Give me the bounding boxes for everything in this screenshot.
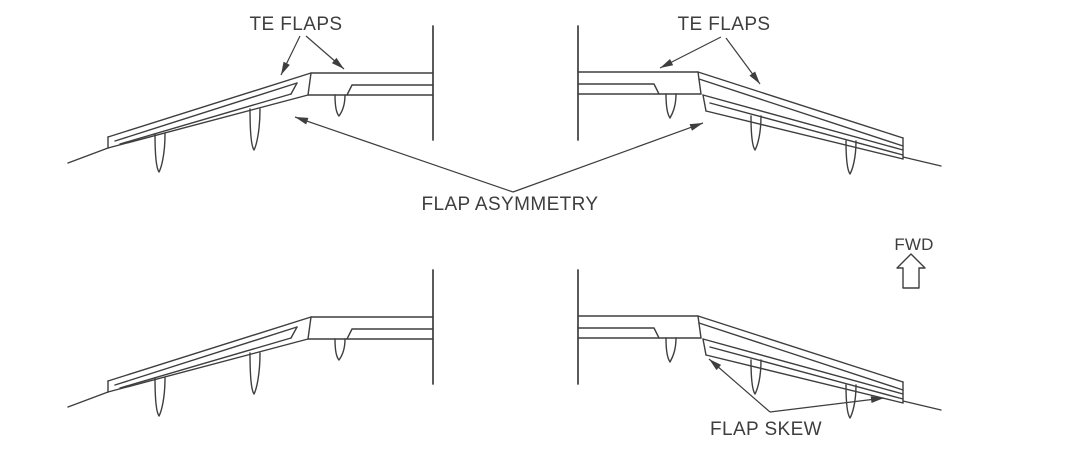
leader-arrow: [280, 35, 301, 76]
fwd-up-arrow-icon: [896, 253, 926, 289]
flap-asymmetry-callout: FLAP ASYMMETRY: [294, 116, 704, 215]
fwd-label: FWD: [894, 235, 933, 254]
te-flaps-callout-right: TE FLAPS: [659, 14, 771, 85]
leader-arrow: [708, 358, 771, 413]
te-flaps-label-right: TE FLAPS: [678, 14, 771, 35]
leader-arrow: [725, 37, 761, 85]
te-flaps-label-left: TE FLAPS: [250, 14, 343, 35]
fwd-indicator: FWD: [894, 235, 933, 289]
leader-arrow: [659, 36, 722, 69]
wing-view-top-left: [67, 25, 434, 173]
flap-skew-callout: FLAP SKEW: [708, 358, 885, 440]
wing-view-top-right: [577, 25, 942, 175]
leader-arrow: [512, 122, 704, 193]
te-flaps-callout-left: TE FLAPS: [250, 14, 345, 76]
leader-arrow: [769, 396, 885, 413]
leader-arrow: [305, 35, 345, 70]
leader-arrow: [294, 116, 514, 193]
wing-view-bottom-right: [577, 269, 942, 419]
wing-view-bottom-left: [67, 269, 434, 417]
flap-skew-label: FLAP SKEW: [710, 419, 822, 440]
flap-asymmetry-label: FLAP ASYMMETRY: [421, 194, 598, 215]
